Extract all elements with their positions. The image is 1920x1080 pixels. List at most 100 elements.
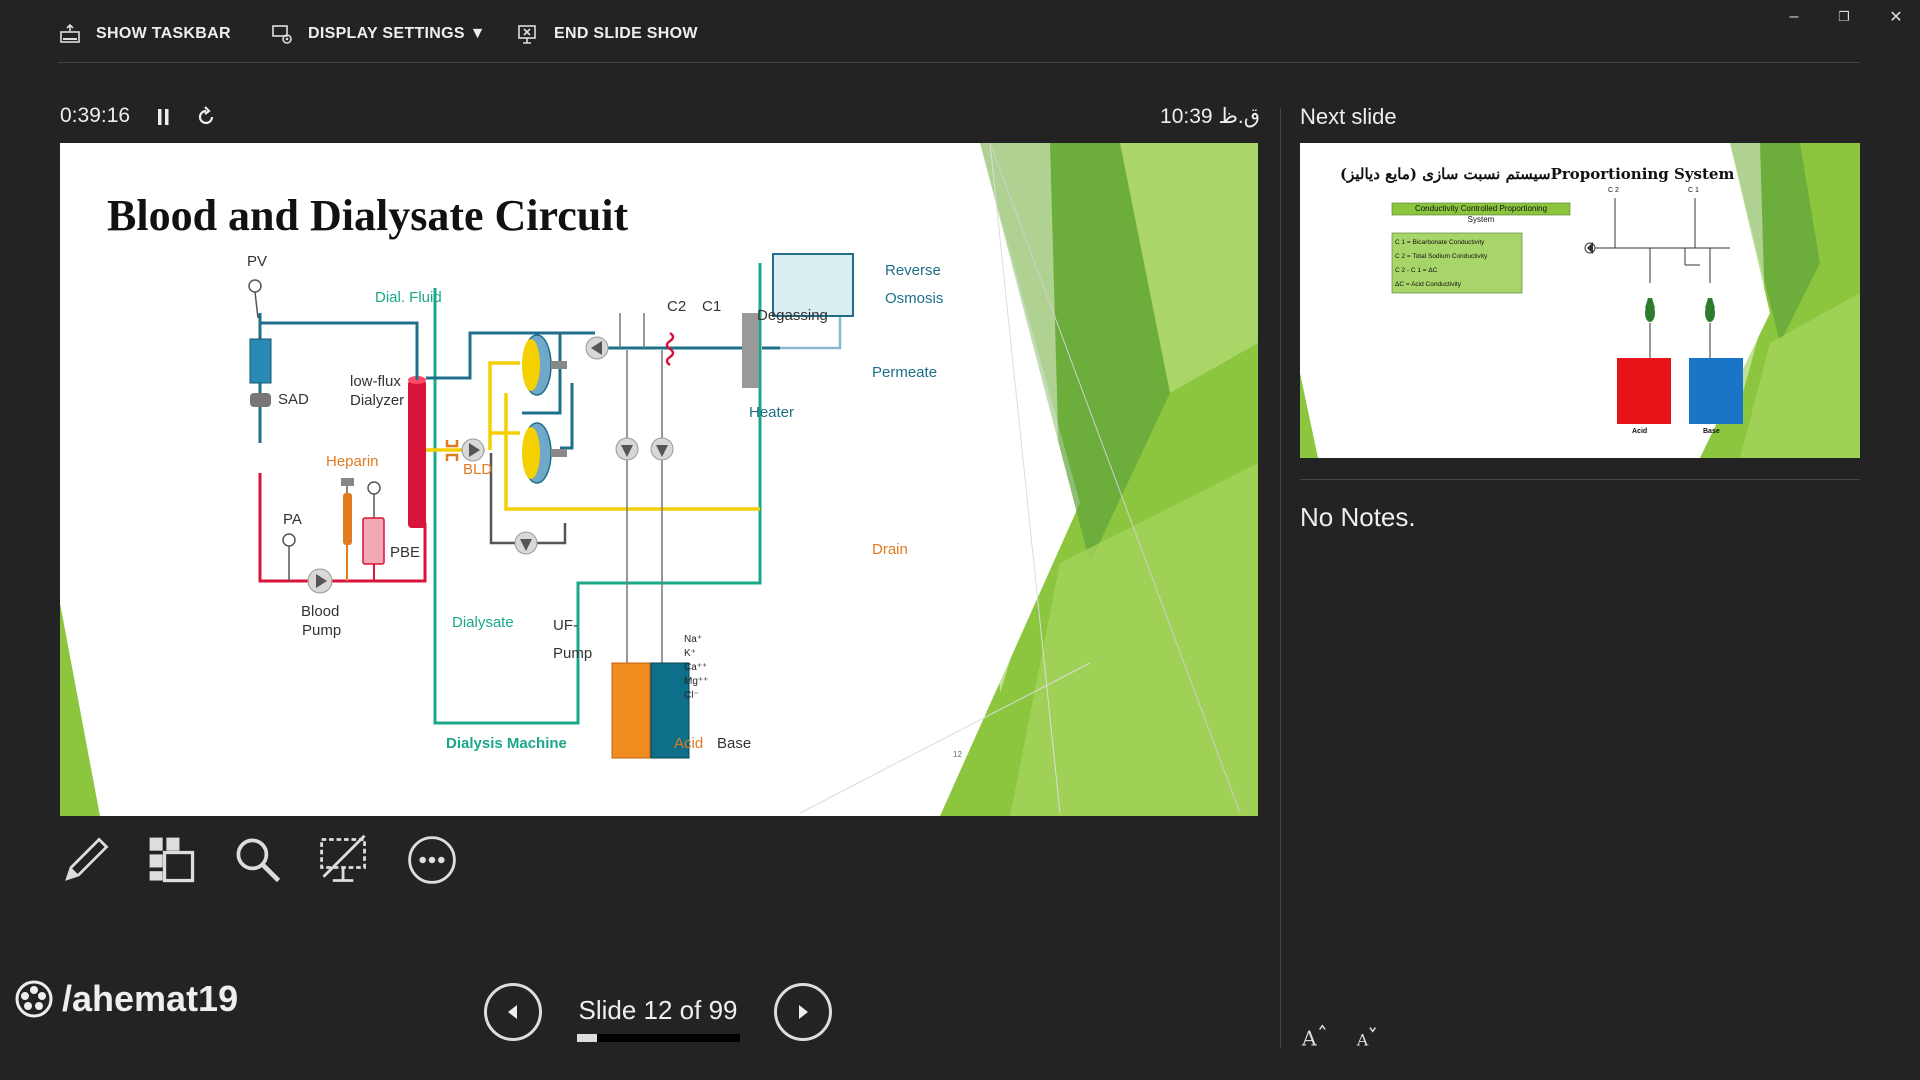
label-heater: Heater <box>749 404 795 421</box>
display-settings-icon <box>272 25 292 44</box>
slide-page-number: 12 <box>953 750 962 759</box>
acid-ca: Ca⁺⁺ <box>684 662 708 673</box>
slide-counter[interactable]: Slide 12 of 99 <box>578 995 738 1025</box>
zoom-button[interactable] <box>228 830 288 890</box>
display-settings-button[interactable]: DISPLAY SETTINGS ▼ <box>270 22 486 46</box>
legend-line-2: C 2 = Total Sodium Conductivity <box>1395 253 1488 260</box>
end-slide-show-label: END SLIDE SHOW <box>554 25 698 42</box>
label-dialysate: Dialysate <box>452 614 514 631</box>
label-pv: PV <box>247 253 268 270</box>
label-acid: Acid <box>674 735 704 752</box>
increase-font-button[interactable]: A <box>1300 1022 1328 1055</box>
show-taskbar-button[interactable]: SHOW TASKBAR <box>58 22 231 46</box>
restart-timer-button[interactable] <box>195 106 217 128</box>
label-base: Base <box>717 735 752 752</box>
label-degassing: Degassing <box>757 307 828 324</box>
taskbar-icon <box>60 23 80 43</box>
current-slide-canvas <box>60 143 1258 816</box>
restore-button[interactable]: ❐ <box>1838 9 1850 24</box>
label-sad: SAD <box>278 391 309 408</box>
next-slide-button[interactable] <box>774 983 832 1041</box>
current-slide[interactable]: Blood and Dialysate Circuit PV SAD Dial.… <box>60 143 1258 816</box>
next-slide-label: Next slide <box>1300 104 1397 129</box>
screen-icon <box>320 834 366 882</box>
slide-decor-light <box>1120 143 1258 393</box>
pen-tool-button[interactable] <box>56 830 116 890</box>
label-dialysis-machine: Dialysis Machine <box>446 735 567 752</box>
next-slide-acid: Acid <box>1632 428 1648 435</box>
chevron-left-icon <box>508 1005 517 1019</box>
slide-decor-dark <box>980 143 1170 563</box>
label-pbe: PBE <box>390 544 421 561</box>
label-c1: C1 <box>702 298 722 315</box>
base-na: Na⁺ <box>726 671 745 682</box>
elapsed-time: 0:39:16 <box>60 104 131 127</box>
toolbar-divider <box>58 62 1860 63</box>
label-dialyzer: Dialyzer <box>350 392 405 409</box>
next-slide-box-title: Conductivity Controlled Proportioning <box>1414 204 1548 213</box>
watermark-handle: /ahemat19 <box>62 978 239 1019</box>
chevron-right-icon <box>799 1005 808 1019</box>
label-drain: Drain <box>872 541 908 558</box>
acid-k: K⁺ <box>684 648 696 659</box>
camera-reel-icon <box>15 980 53 1018</box>
acid-cl: Cl⁻ <box>684 690 699 701</box>
slide-decor-left <box>60 603 100 816</box>
label-osmosis: Osmosis <box>885 290 944 307</box>
font-increase-icon: A <box>1301 1024 1326 1050</box>
minimize-button[interactable]: – <box>1789 8 1799 25</box>
label-blood-pump: Pump <box>302 622 342 639</box>
label-c2: C2 <box>667 298 687 315</box>
label-pa: PA <box>283 511 302 528</box>
notes-divider <box>1300 479 1860 480</box>
label-heparin: Heparin <box>326 453 379 470</box>
legend-line-1: C 1 = Bicarbonate Conductivity <box>1395 239 1485 246</box>
label-uf-pump: Pump <box>553 645 593 662</box>
see-all-slides-button[interactable] <box>142 830 202 890</box>
next-slide-thumbnail[interactable]: سیستم نسبت سازی (مایع دیالیز)Proportioni… <box>1300 143 1860 458</box>
display-settings-label: DISPLAY SETTINGS ▼ <box>308 25 486 42</box>
next-slide-c2: C 2 <box>1608 187 1619 194</box>
label-low-flux: low-flux <box>350 373 401 390</box>
show-taskbar-label: SHOW TASKBAR <box>96 25 231 42</box>
next-slide-base: Base <box>1703 428 1720 435</box>
slide-decor-pale <box>1010 463 1258 816</box>
slide-progress-track <box>577 1034 740 1042</box>
clock: 10:39 ق.ظ <box>1160 105 1260 128</box>
label-dial-fluid: Dial. Fluid <box>375 289 442 306</box>
grid-icon <box>149 837 195 883</box>
legend-line-4: ΔC = Acid Conductivity <box>1395 281 1461 288</box>
restart-icon <box>198 106 214 125</box>
next-slide-c1: C 1 <box>1688 187 1699 194</box>
acid-contents: Na⁺ K⁺ Ca⁺⁺ Mg⁺⁺ Cl⁻ <box>684 633 708 703</box>
magnifier-icon <box>236 838 281 883</box>
pause-button[interactable] <box>154 106 174 128</box>
next-slide-legend: C 1 = Bicarbonate Conductivity C 2 = Tot… <box>1395 236 1487 292</box>
svg-text:A: A <box>1356 1030 1369 1049</box>
acid-na: Na⁺ <box>684 634 703 645</box>
slide-decor-white <box>980 143 1060 693</box>
pen-icon <box>65 837 109 881</box>
pause-icon <box>158 109 169 125</box>
label-reverse: Reverse <box>885 262 941 279</box>
acid-mg: Mg⁺⁺ <box>684 676 709 687</box>
label-permeate: Permeate <box>872 364 938 381</box>
more-options-button[interactable] <box>402 830 462 890</box>
next-slide-title: سیستم نسبت سازی (مایع دیالیز)Proportioni… <box>1340 165 1735 183</box>
more-icon <box>408 836 456 884</box>
svg-text:A: A <box>1301 1026 1318 1050</box>
close-button[interactable]: ✕ <box>1889 9 1903 26</box>
speaker-notes: No Notes. <box>1300 502 1416 532</box>
label-blood: Blood <box>301 603 340 620</box>
next-slide-box-subtitle: System <box>1467 215 1495 224</box>
pane-divider <box>1280 108 1281 1048</box>
label-uf: UF- <box>553 617 578 634</box>
black-screen-button[interactable] <box>314 830 374 890</box>
end-slide-show-button[interactable]: END SLIDE SHOW <box>516 22 698 46</box>
base-bic: Bic <box>726 685 740 696</box>
decrease-font-button[interactable]: A <box>1354 1022 1382 1055</box>
previous-slide-button[interactable] <box>484 983 542 1041</box>
next-slide-canvas <box>1300 143 1860 458</box>
watermark: /ahemat19 <box>14 978 238 1020</box>
label-bld: BLD <box>463 461 493 478</box>
